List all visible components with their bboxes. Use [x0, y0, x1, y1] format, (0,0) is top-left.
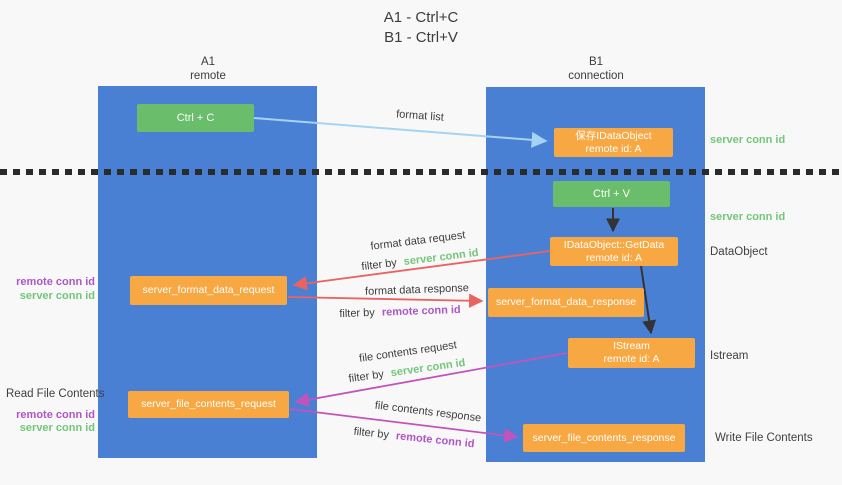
node-istream-line2: remote id: A	[603, 353, 660, 365]
node-server-format-data-response-label: server_format_data_response	[495, 296, 637, 308]
format-list-text: format list	[395, 108, 445, 124]
node-server-format-data-response: server_format_data_response	[488, 288, 644, 317]
edge-label-format-data-response: format data response	[365, 282, 469, 298]
edge-label-filter-remote-conn-2: filter by remote conn id	[353, 426, 475, 451]
side-label-read-file-contents: Read File Contents	[6, 388, 105, 400]
node-save-idataobject: 保存IDataObject remote id: A	[554, 128, 673, 157]
side-label-remote-conn-id-left-top: remote conn id	[16, 276, 95, 288]
server-conn-id-text: server conn id	[389, 356, 467, 380]
node-server-file-contents-request: server_file_contents_request	[128, 391, 289, 418]
title-line-2: B1 - Ctrl+V	[384, 29, 458, 46]
node-getdata-line1: IDataObject::GetData	[563, 238, 665, 251]
node-ctrl-v-label: Ctrl + V	[593, 188, 630, 200]
node-ctrl-v: Ctrl + V	[553, 181, 670, 207]
side-label-dataobject: DataObject	[710, 246, 768, 258]
title-line-1: A1 - Ctrl+C	[383, 9, 459, 26]
column-a1-name: A1	[200, 56, 216, 68]
side-label-write-file-contents: Write File Contents	[715, 432, 813, 444]
node-server-file-contents-request-label: server_file_contents_request	[141, 398, 276, 410]
column-header-a1: A1 remote	[128, 55, 288, 83]
column-b1-name: B1	[588, 56, 604, 68]
diagram-title: A1 - Ctrl+C B1 - Ctrl+V	[0, 8, 842, 48]
side-label-server-conn-id-left-bottom: server conn id	[19, 422, 95, 434]
remote-conn-id-text: remote conn id	[381, 303, 461, 319]
node-server-file-contents-response: server_file_contents_response	[523, 424, 685, 452]
edge-label-file-contents-response: file contents response	[374, 400, 482, 425]
side-label-server-conn-id-top: server conn id	[710, 134, 786, 146]
node-getdata-line2: remote id: A	[585, 251, 643, 264]
dashed-separator-line	[0, 169, 842, 175]
edge-label-format-list: format list	[396, 108, 444, 123]
node-ctrl-c-label: Ctrl + C	[176, 112, 215, 124]
file-contents-response-text: file contents response	[374, 399, 482, 425]
column-b1-subtitle: connection	[568, 70, 624, 82]
node-save-idataobject-line1: 保存IDataObject	[575, 129, 652, 142]
node-save-idataobject-line2: remote id: A	[585, 142, 642, 155]
node-istream-line1: IStream	[613, 340, 650, 352]
remote-conn-id-text: remote conn id	[395, 430, 475, 451]
side-label-server-conn-id-mid: server conn id	[710, 211, 786, 223]
side-label-remote-conn-id-left-bottom: remote conn id	[16, 409, 95, 421]
format-data-response-text: format data response	[364, 282, 470, 298]
side-label-server-conn-id-left-top: server conn id	[19, 290, 95, 302]
filter-by-text: filter by	[353, 425, 390, 442]
filter-by-text: filter by	[360, 256, 398, 274]
node-server-format-data-request-label: server_format_data_request	[142, 284, 275, 296]
column-header-b1: B1 connection	[516, 55, 676, 83]
node-server-file-contents-response-label: server_file_contents_response	[532, 431, 676, 444]
node-idataobject-getdata: IDataObject::GetData remote id: A	[550, 237, 678, 266]
arrow-format-data-response	[287, 293, 484, 308]
side-label-istream: Istream	[710, 350, 749, 362]
node-istream: IStream remote id: A	[568, 338, 695, 368]
server-conn-id-text: server conn id	[403, 246, 480, 268]
column-a1-subtitle: remote	[190, 70, 226, 82]
edge-label-filter-remote-conn-1: filter by remote conn id	[339, 304, 461, 320]
node-server-format-data-request: server_format_data_request	[130, 276, 287, 305]
node-ctrl-c: Ctrl + C	[137, 104, 254, 132]
filter-by-text: filter by	[339, 306, 376, 321]
filter-by-text: filter by	[347, 368, 385, 386]
